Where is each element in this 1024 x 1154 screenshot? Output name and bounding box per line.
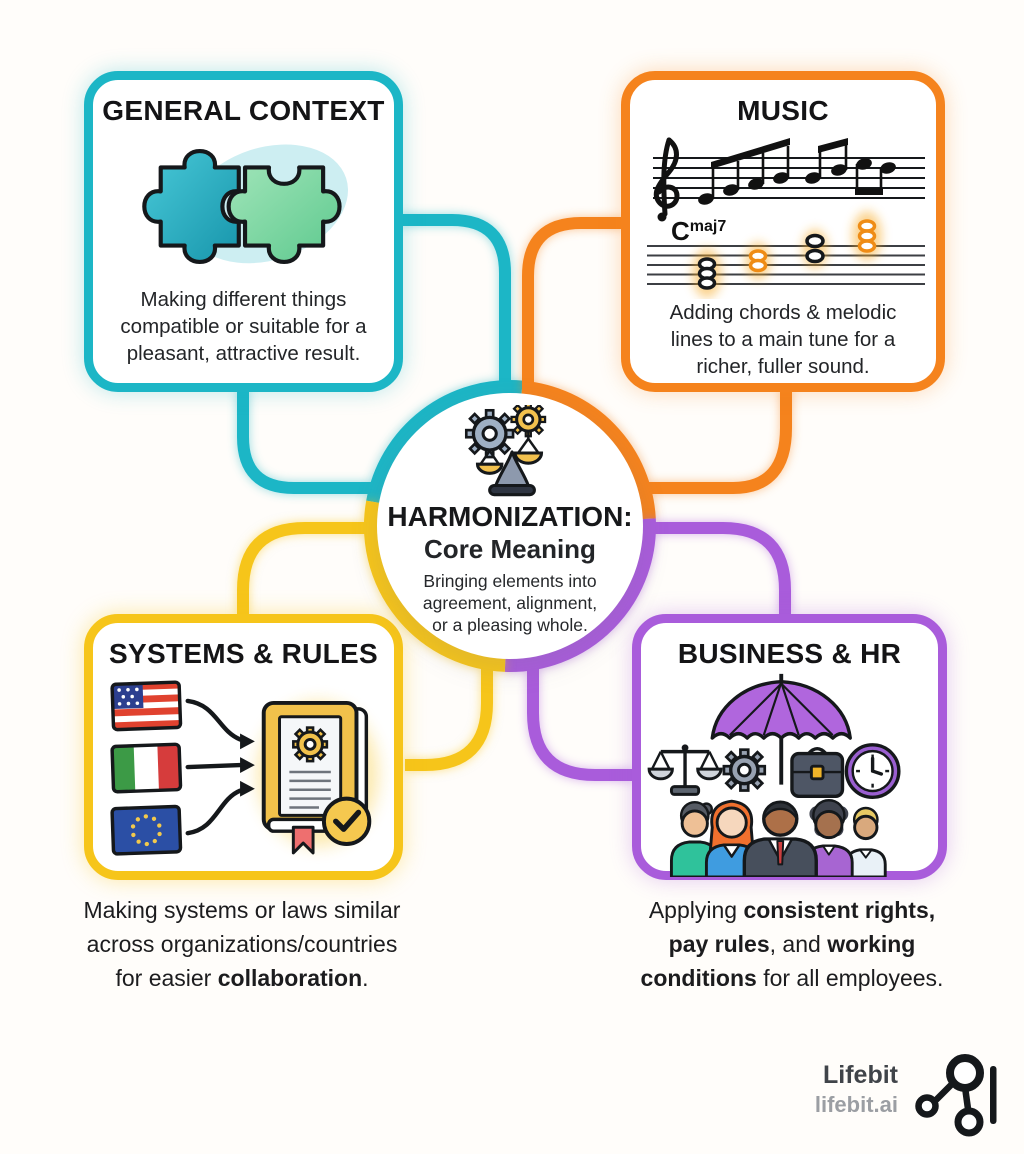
music-title: MUSIC xyxy=(737,95,829,126)
chord-staff-icon xyxy=(647,245,925,285)
business-hr-caption: Applying consistent rights,pay rules, an… xyxy=(640,897,944,991)
harmonized-laws-illustration xyxy=(93,670,394,871)
business-hr-title: BUSINESS & HR xyxy=(677,638,902,669)
brand-name: Lifebit xyxy=(823,1061,898,1089)
merge-arrows-icon xyxy=(185,698,242,835)
center-title: HARMONIZATION: xyxy=(387,501,633,532)
treble-clef-icon xyxy=(653,137,680,222)
music-notation: Cmaj7 xyxy=(630,127,936,299)
general-context-title: GENERAL CONTEXT xyxy=(102,95,385,126)
systems-rules-card: SYSTEMS & RULES xyxy=(84,614,403,880)
lifebit-logo: Lifebit lifebit.ai xyxy=(690,1054,1020,1148)
clock-icon xyxy=(844,743,901,800)
employee-5 xyxy=(844,806,887,877)
umbrella-icon xyxy=(710,673,852,785)
chord-symbol: Cmaj7 xyxy=(671,216,726,246)
lifebit-logo-icon xyxy=(912,1048,1002,1140)
gears-scale-icon xyxy=(449,405,571,501)
eu-flag-icon xyxy=(109,804,182,856)
team-icon xyxy=(669,799,887,877)
italy-flag-icon xyxy=(109,742,182,793)
rulebook-icon xyxy=(261,700,371,854)
systems-rules-title: SYSTEMS & RULES xyxy=(109,638,378,669)
gear-icon xyxy=(291,725,328,762)
check-badge-icon xyxy=(321,796,371,846)
hr-umbrella-illustration xyxy=(641,670,938,877)
us-flag-icon xyxy=(109,679,182,731)
employee-3 xyxy=(742,800,818,877)
gear-icon xyxy=(722,748,766,792)
center-core-meaning: HARMONIZATION: Core Meaning Bringing ele… xyxy=(377,393,643,659)
briefcase-icon xyxy=(789,747,844,799)
music-card: MUSIC xyxy=(621,71,945,392)
scales-icon xyxy=(647,744,722,796)
ribbon-icon xyxy=(291,825,315,854)
center-subtitle: Core Meaning xyxy=(424,534,596,564)
business-hr-card: BUSINESS & HR xyxy=(632,614,947,880)
puzzle-icon xyxy=(93,127,394,286)
brand-domain: lifebit.ai xyxy=(814,1091,898,1117)
